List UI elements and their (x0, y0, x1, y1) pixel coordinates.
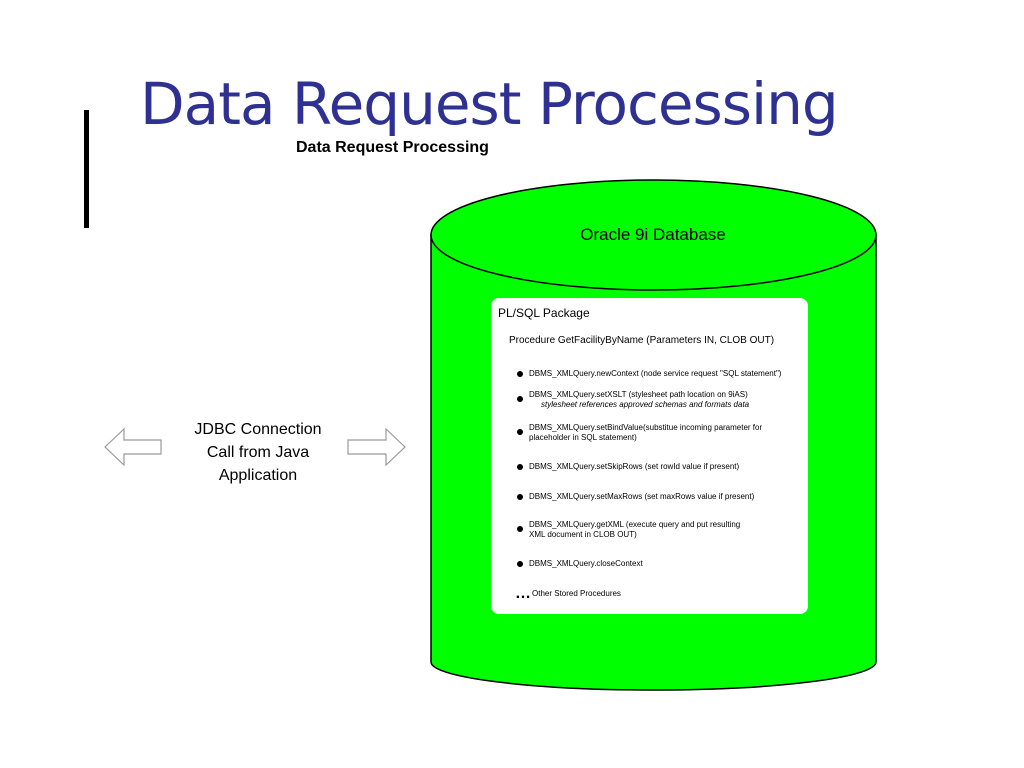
jdbc-line-2: Call from Java (206, 444, 310, 461)
step-text: placeholder in SQL statement) (529, 433, 637, 442)
bullet-icon (517, 396, 523, 402)
other-procedures-label: Other Stored Procedures (532, 589, 621, 598)
step-note: stylesheet references approved schemas a… (541, 400, 750, 409)
bullet-icon (517, 526, 523, 532)
step-text: DBMS_XMLQuery.setXSLT (stylesheet path l… (529, 390, 748, 399)
step-text: DBMS_XMLQuery.getXML (execute query and … (529, 520, 741, 529)
jdbc-line-3: Application (218, 467, 298, 484)
slide-subtitle: Data Request Processing (296, 139, 489, 156)
step-text: DBMS_XMLQuery.setMaxRows (set maxRows va… (529, 492, 755, 501)
bullet-icon (517, 429, 523, 435)
procedure-signature: Procedure GetFacilityByName (Parameters … (509, 335, 775, 346)
package-title: PL/SQL Package (498, 306, 590, 320)
step-text: DBMS_XMLQuery.setSkipRows (set rowId val… (529, 462, 740, 471)
step-text: DBMS_XMLQuery.closeContext (529, 559, 643, 568)
cylinder-top (430, 179, 877, 291)
plsql-package-box: PL/SQL Package Procedure GetFacilityByNa… (491, 298, 808, 614)
bullet-icon (517, 561, 523, 567)
slide-title: Data Request Processing (140, 70, 839, 138)
right-arrow-icon (347, 427, 406, 467)
database-label: Oracle 9i Database (580, 225, 726, 244)
left-arrow-icon (104, 427, 162, 467)
bullet-icon (517, 371, 523, 377)
step-text: DBMS_XMLQuery.newContext (node service r… (529, 369, 782, 378)
step-text: XML document in CLOB OUT) (529, 530, 637, 539)
ellipsis: … (515, 585, 531, 602)
jdbc-connection-label: JDBC Connection Call from Java Applicati… (168, 418, 348, 487)
jdbc-line-1: JDBC Connection (194, 421, 322, 438)
step-text: DBMS_XMLQuery.setBindValue(substitue inc… (529, 423, 763, 432)
title-accent-bar (84, 110, 89, 228)
bullet-icon (517, 494, 523, 500)
bullet-icon (517, 464, 523, 470)
